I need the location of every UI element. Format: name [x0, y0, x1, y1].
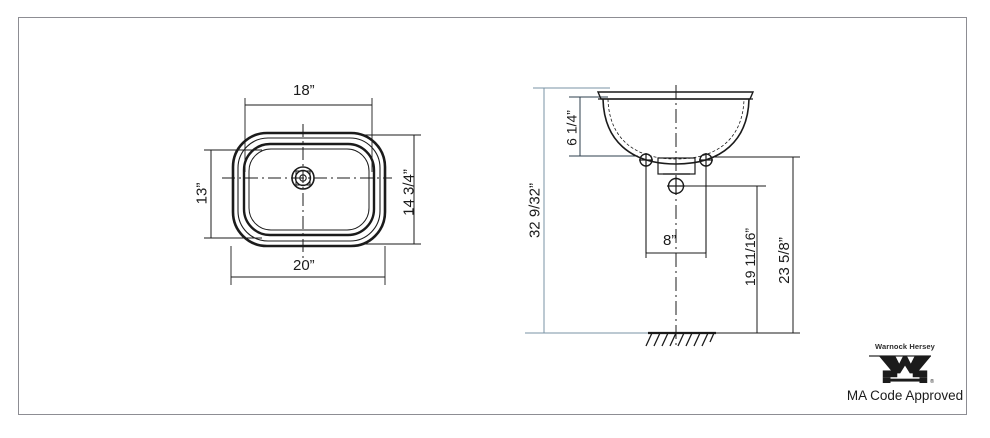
elevation-bolt-spacing-label: 8” — [663, 232, 677, 249]
plan-center-lines — [222, 124, 392, 258]
plan-left-height-label: 13” — [193, 182, 211, 205]
elevation-view-group — [525, 85, 800, 347]
elevation-overall-height-label: 32 9/32” — [526, 182, 544, 239]
bowl-depth-dimension — [569, 96, 638, 157]
overall-height-dimension — [525, 87, 668, 334]
basin-outline — [231, 131, 387, 248]
plan-right-height-label: 14 3/4” — [400, 169, 418, 216]
svg-text:®: ® — [930, 378, 934, 385]
elevation-supply-height-label: 19 11/16” — [742, 227, 758, 287]
plan-top-width-label: 18” — [293, 82, 315, 99]
warnock-hersey-w-logo-icon: ® — [878, 355, 934, 385]
certification-brand-name: Warnock Hersey — [875, 342, 935, 351]
plan-bottom-width-label: 20” — [293, 257, 315, 274]
supply-risers — [645, 166, 707, 253]
floor-hatching — [645, 331, 716, 347]
plan-view-group — [204, 98, 421, 285]
elevation-bowl-depth-label: 6 1/4” — [563, 110, 580, 146]
plan-dimension-lines — [210, 104, 415, 278]
certification-caption: MA Code Approved — [846, 388, 964, 403]
elevation-rim-height-label: 23 5/8” — [776, 237, 793, 284]
certification-block: Warnock Hersey ® MA Code Approved — [843, 338, 967, 415]
sheet-border — [18, 17, 967, 415]
